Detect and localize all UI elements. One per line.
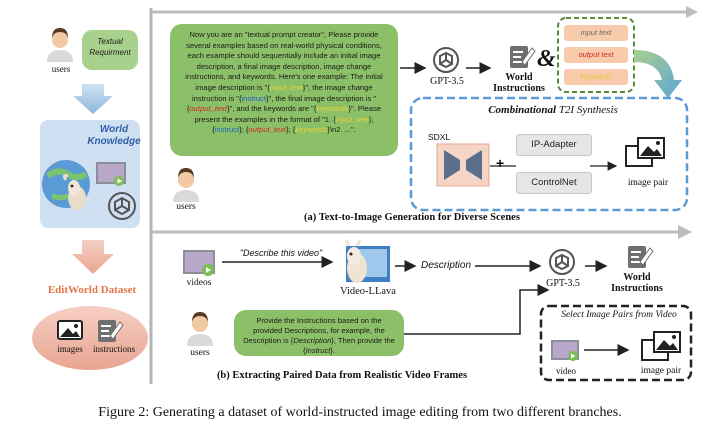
figure-caption: Figure 2: Generating a dataset of world-…: [98, 405, 622, 420]
image-pair-label-bottom: image pair: [640, 366, 682, 376]
openai-logo-left: [108, 192, 136, 220]
plus-sign: +: [496, 155, 505, 171]
images-label: images: [57, 344, 83, 354]
image-pair-icon-bottom: [641, 331, 681, 361]
gpt-label-top: GPT-3.5: [430, 76, 464, 87]
select-pairs-title: Select Image Pairs from Video: [561, 310, 677, 320]
sdxl-unet-icon: [444, 150, 482, 180]
prompt-bubble-top: Now you are an "textual prompt creator",…: [170, 24, 398, 156]
openai-logo-top: [433, 47, 459, 73]
video-icon-select: [551, 340, 579, 361]
top-divider-arrowhead: [686, 6, 698, 18]
chip-input-text: input text: [564, 25, 628, 41]
caption-a: (a) Text-to-Image Generation for Diverse…: [304, 212, 520, 223]
select-pairs-frame: [539, 304, 693, 382]
description-label: Description: [420, 260, 472, 271]
textual-requirement-text: Textual Requirment: [89, 37, 131, 57]
green-curved-arrow: [634, 50, 682, 98]
synthesis-title: Combinational T2I Synthesis: [488, 104, 618, 116]
ip-adapter-box: IP-Adapter: [516, 134, 592, 156]
users-label-top: users: [176, 202, 196, 212]
dataset-ellipse: [32, 306, 148, 370]
image-pair-label-top: image pair: [627, 178, 669, 188]
middle-divider-arrowhead: [678, 225, 692, 239]
world-instructions-label-bottom: World Instructions: [611, 272, 663, 294]
pink-down-arrow: [72, 240, 114, 274]
world-instructions-label-top: World Instructions: [493, 72, 545, 94]
llama-icon-small: [62, 174, 86, 210]
chip-output-text: output text: [564, 47, 628, 63]
llama-icon-large: [344, 239, 390, 283]
user-icon-bottom: [187, 312, 213, 346]
users-label-left: users: [51, 64, 71, 74]
describe-prompt: "Describe this video": [239, 248, 323, 258]
videos-label: videos: [186, 278, 212, 288]
video-icon-bottom: [183, 250, 215, 276]
video-label-select: video: [556, 366, 576, 376]
ampersand: &: [537, 46, 556, 72]
image-pair-icon-top: [625, 137, 665, 167]
caption-b: (b) Extracting Paired Data from Realisti…: [216, 370, 468, 381]
controlnet-box: ControlNet: [516, 172, 592, 194]
instructions-label: instructions: [93, 344, 135, 354]
gpt-label-bottom: GPT-3.5: [546, 278, 580, 289]
users-label-bottom: users: [190, 348, 210, 358]
sdxl-label: SDXL: [428, 132, 451, 142]
user-icon-top: [173, 168, 199, 202]
textual-requirement-bubble: Textual Requirment: [82, 30, 138, 70]
world-knowledge-label: World Knowledge: [87, 124, 141, 147]
video-llava-label: Video-LLava: [340, 286, 396, 297]
synthesis-frame: [409, 96, 689, 212]
prompt-bubble-bottom: Provide the Instructions based on the pr…: [234, 310, 404, 356]
world-instructions-icon-bottom: [628, 246, 654, 268]
user-icon-left: [47, 28, 73, 62]
world-instructions-icon-top: [510, 46, 536, 68]
chip-keywords: keywords: [564, 69, 628, 85]
blue-down-arrow: [73, 84, 113, 114]
arrow-prompt-to-gpt-bottom: [400, 284, 550, 335]
dataset-label: EditWorld Dataset: [47, 284, 137, 296]
openai-logo-bottom: [549, 249, 575, 275]
chips-frame: [557, 17, 635, 93]
